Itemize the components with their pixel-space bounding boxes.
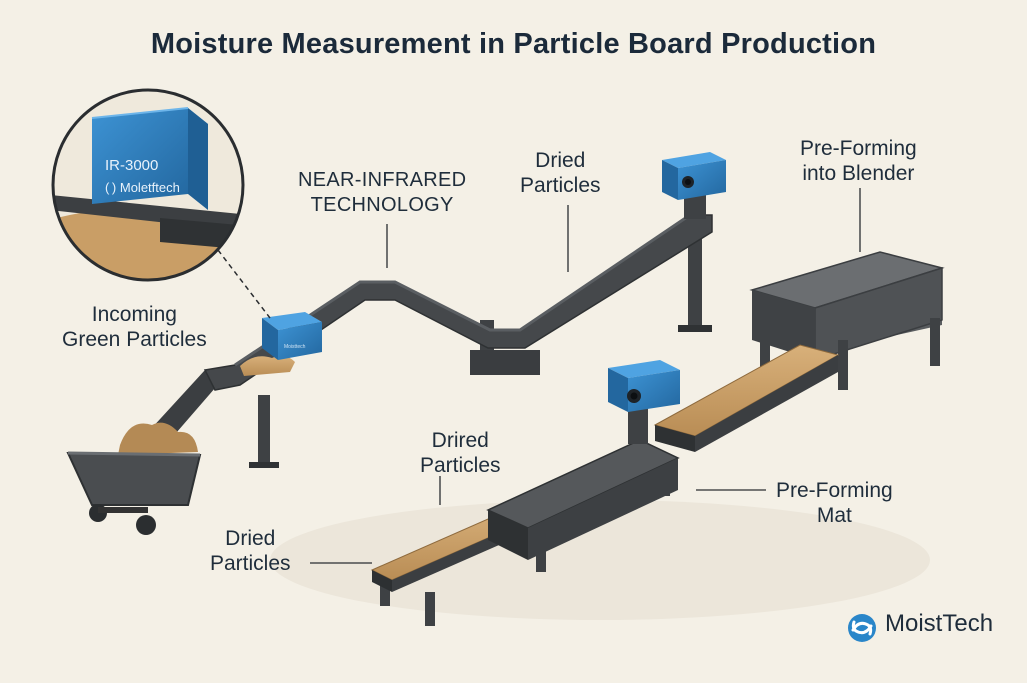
sensor-dried <box>662 152 726 219</box>
label-line: TECHNOLOGY <box>310 194 454 216</box>
label-line: Mat <box>816 504 852 527</box>
sensor-maker: ( ) Moletftech <box>105 180 180 195</box>
brand-name: MoistTech <box>885 610 994 637</box>
upper-conveyor <box>150 210 713 468</box>
sensor-incoming: Moisttech <box>262 312 322 360</box>
label-leader-lines <box>310 188 861 564</box>
label-near-infrared-technology: NEAR-INFRARED TECHNOLOGY <box>298 168 466 218</box>
label-line: Pre-Forming <box>776 479 893 502</box>
lower-conveyor <box>370 344 840 626</box>
brand-logo: MoistTech <box>846 610 993 638</box>
label-incoming-green-particles: Incoming Green Particles <box>62 302 207 352</box>
label-dried-particles-top: Dried Particles <box>520 148 601 198</box>
label-line: Dried <box>535 149 586 172</box>
label-line: Particles <box>210 552 291 575</box>
floor-shadow <box>270 500 930 620</box>
sensor-model-label: IR-3000 ( ) Moletftech <box>105 155 185 199</box>
label-line: into Blender <box>802 162 915 185</box>
label-line: Particles <box>420 454 501 477</box>
label-line: NEAR-INFRARED <box>298 169 467 191</box>
label-dried-particles-bottom: Dried Particles <box>210 526 291 576</box>
blender-enclosure <box>749 251 945 390</box>
page-title: Moisture Measurement in Particle Board P… <box>150 28 877 60</box>
label-line: Green Particles <box>62 328 207 351</box>
conveyor-leg <box>258 395 270 467</box>
label-drired-particles: Drired Particles <box>420 428 501 478</box>
label-line: Dried <box>225 527 276 550</box>
label-line: Pre-Forming <box>800 137 917 160</box>
particle-cart <box>66 422 202 535</box>
sensor-badge-text: Moisttech <box>284 344 306 350</box>
moisttech-logo-icon <box>848 614 876 642</box>
inset-leader-line <box>217 249 271 319</box>
label-preforming-into-blender: Pre-Forming into Blender <box>800 136 917 186</box>
label-line: Incoming <box>91 303 177 326</box>
label-line: Particles <box>520 174 601 197</box>
label-line: Drired <box>431 429 489 452</box>
sensor-model: IR-3000 <box>105 157 159 174</box>
label-preforming-mat: Pre-Forming Mat <box>776 478 893 528</box>
sensor-preforming <box>608 360 680 444</box>
